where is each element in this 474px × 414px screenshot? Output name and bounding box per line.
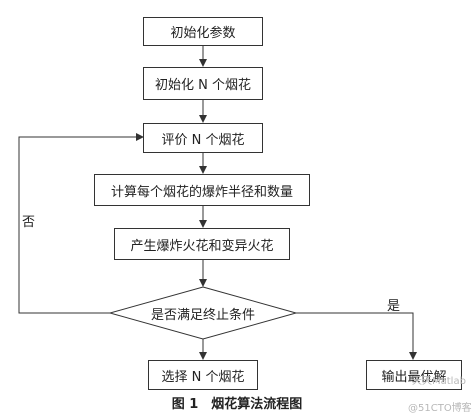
compute-box: 计算每个烟花的爆炸半径和数量 xyxy=(94,174,310,206)
yes-branch-label: 是 xyxy=(387,299,401,314)
no-branch-label: 否 xyxy=(22,215,36,230)
init-fireworks-label: 初始化 N 个烟花 xyxy=(155,78,251,93)
watermark-source: @51CTO博客 xyxy=(408,403,472,414)
compute-label: 计算每个烟花的爆炸半径和数量 xyxy=(110,184,293,200)
init-params-box: 初始化参数 xyxy=(143,17,263,46)
output-label: 输出最优解 xyxy=(381,369,447,385)
output-box: 输出最优解 xyxy=(366,360,462,390)
arrow-no-loop-back xyxy=(18,133,144,314)
decision-diamond xyxy=(108,286,298,340)
select-box: 选择 N 个烟花 xyxy=(148,360,258,390)
generate-box: 产生爆炸火花和变异火花 xyxy=(114,228,290,260)
watermark-name: 天天Matlab xyxy=(412,376,466,387)
evaluate-label: 评价 N 个烟花 xyxy=(161,132,245,148)
evaluate-box: 评价 N 个烟花 xyxy=(143,123,263,153)
decision-label: 是否满足终止条件 xyxy=(150,308,255,323)
init-params-label: 初始化参数 xyxy=(170,26,236,41)
init-fireworks-box: 初始化 N 个烟花 xyxy=(143,67,263,100)
select-label: 选择 N 个烟花 xyxy=(161,369,245,385)
figure-caption: 图 1 烟花算法流程图 xyxy=(171,397,303,412)
arrow-yes-to-output xyxy=(296,312,417,360)
generate-label: 产生爆炸火花和变异火花 xyxy=(130,238,274,254)
